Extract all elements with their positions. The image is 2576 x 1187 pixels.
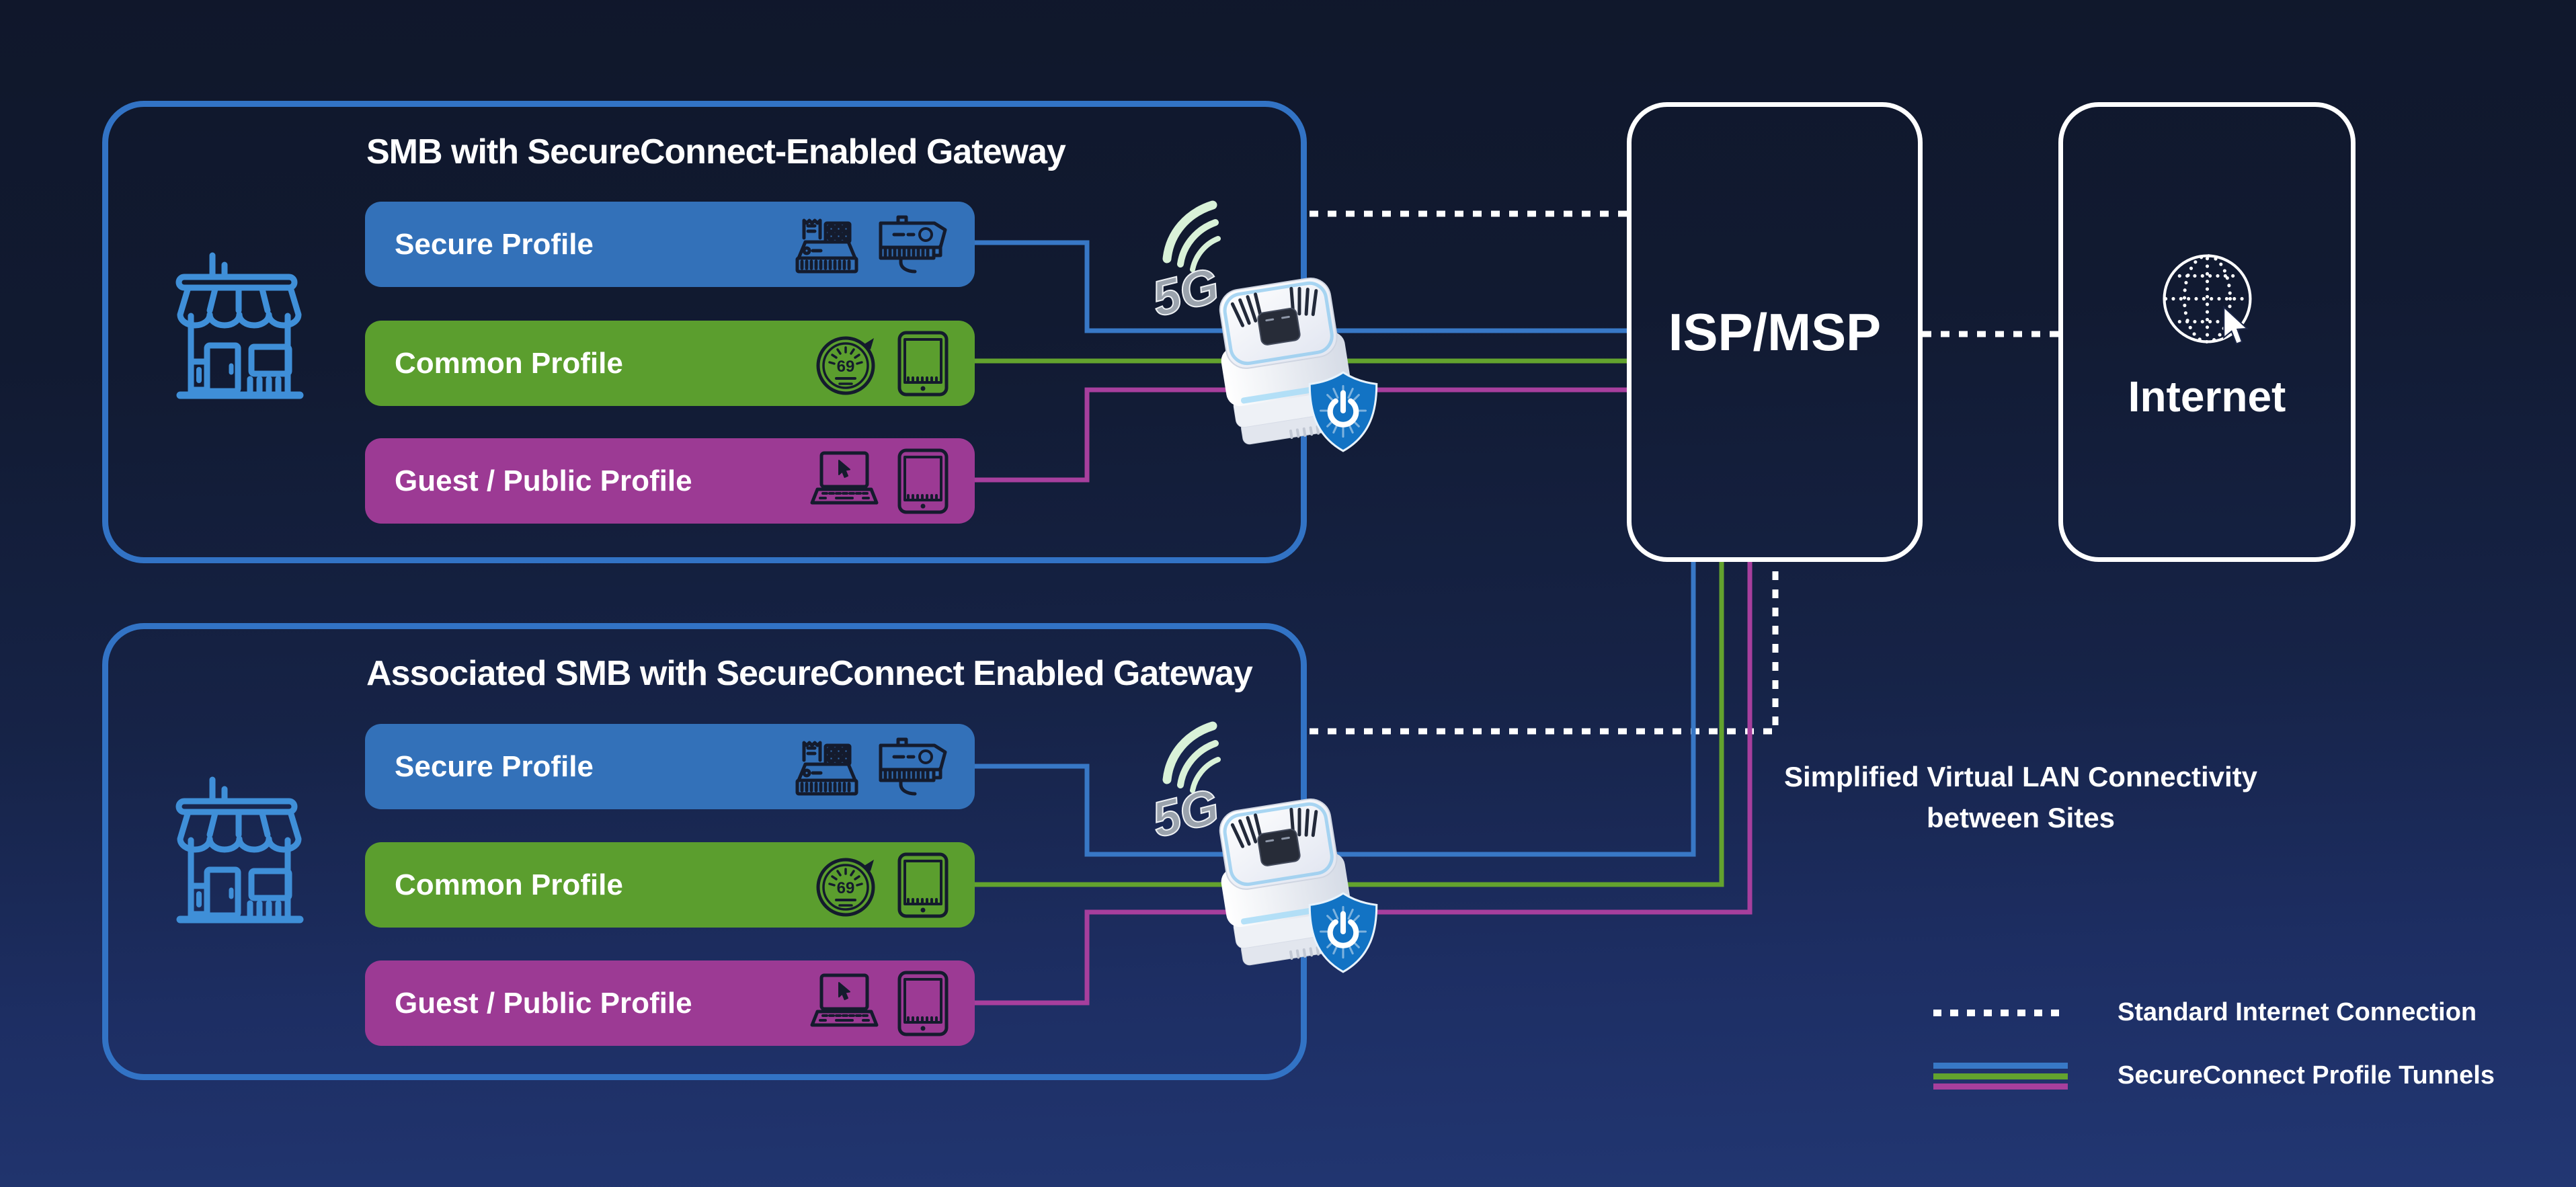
common-profile-bar: Common Profile 69 <box>365 321 975 406</box>
vlan-note-line1: Simplified Virtual LAN Connectivity <box>1784 761 2257 792</box>
site1-title: SMB with SecureConnect-Enabled Gateway <box>366 132 1066 171</box>
speedometer-value: 69 <box>837 879 855 897</box>
security-camera-icon <box>879 215 947 273</box>
storefront-icon <box>175 252 304 399</box>
legend-standard-internet-label: Standard Internet Connection <box>2118 998 2477 1026</box>
vlan-note-line2: between Sites <box>1926 801 2116 833</box>
secure-profile-bar: Secure Profile <box>365 724 975 809</box>
secure-profile-label: Secure Profile <box>395 749 594 783</box>
internet-label: Internet <box>2128 372 2286 421</box>
tablet-icon <box>897 331 949 396</box>
cash-register-icon <box>795 218 858 273</box>
common-profile-bar: Common Profile 69 <box>365 842 975 928</box>
site2-title: Associated SMB with SecureConnect Enable… <box>366 654 1253 693</box>
5g-signal-icon: 5G <box>1145 721 1225 849</box>
isp-msp-box: ISP/MSP <box>1627 102 1923 562</box>
laptop-icon <box>810 973 879 1026</box>
isp-msp-label: ISP/MSP <box>1668 302 1882 362</box>
vlan-connectivity-note: Simplified Virtual LAN Connectivity betw… <box>1718 757 2323 839</box>
guest-profile-bar: Guest / Public Profile <box>365 960 975 1046</box>
speedometer-icon: 69 <box>816 336 875 395</box>
secure-profile-bar: Secure Profile <box>365 202 975 287</box>
guest-profile-bar: Guest / Public Profile <box>365 438 975 524</box>
legend-dotted-line-swatch <box>1933 1010 2068 1016</box>
5g-signal-icon: 5G <box>1145 200 1225 328</box>
common-profile-label: Common Profile <box>395 346 623 380</box>
legend-secureconnect-tunnels-label: SecureConnect Profile Tunnels <box>2118 1061 2495 1090</box>
secure-tunnel-site2 <box>975 562 1696 857</box>
legend-tunnel-blue-line <box>1933 1063 2068 1069</box>
tablet-icon <box>897 852 949 917</box>
tablet-icon <box>897 971 949 1036</box>
secure-shield-icon <box>1308 892 1378 973</box>
speedometer-icon: 69 <box>816 858 875 916</box>
dotted-line-site2-isp <box>1310 562 1779 735</box>
secure-shield-icon <box>1308 371 1378 452</box>
guest-tunnel-site2 <box>975 562 1753 1006</box>
globe-cursor-icon <box>2163 253 2251 345</box>
common-profile-label: Common Profile <box>395 868 623 901</box>
guest-profile-label: Guest / Public Profile <box>395 986 692 1020</box>
legend-tunnel-green-line <box>1933 1073 2068 1079</box>
security-camera-icon <box>879 737 947 795</box>
internet-box: Internet <box>2058 102 2356 562</box>
secure-tunnel-site1 <box>975 240 1627 333</box>
cash-register-icon <box>795 741 858 795</box>
speedometer-value: 69 <box>837 358 855 376</box>
tablet-icon <box>897 448 949 514</box>
secure-profile-label: Secure Profile <box>395 227 594 261</box>
legend-tunnel-magenta-line <box>1933 1083 2068 1090</box>
laptop-icon <box>810 451 879 504</box>
storefront-icon <box>175 776 304 924</box>
guest-profile-label: Guest / Public Profile <box>395 464 692 497</box>
